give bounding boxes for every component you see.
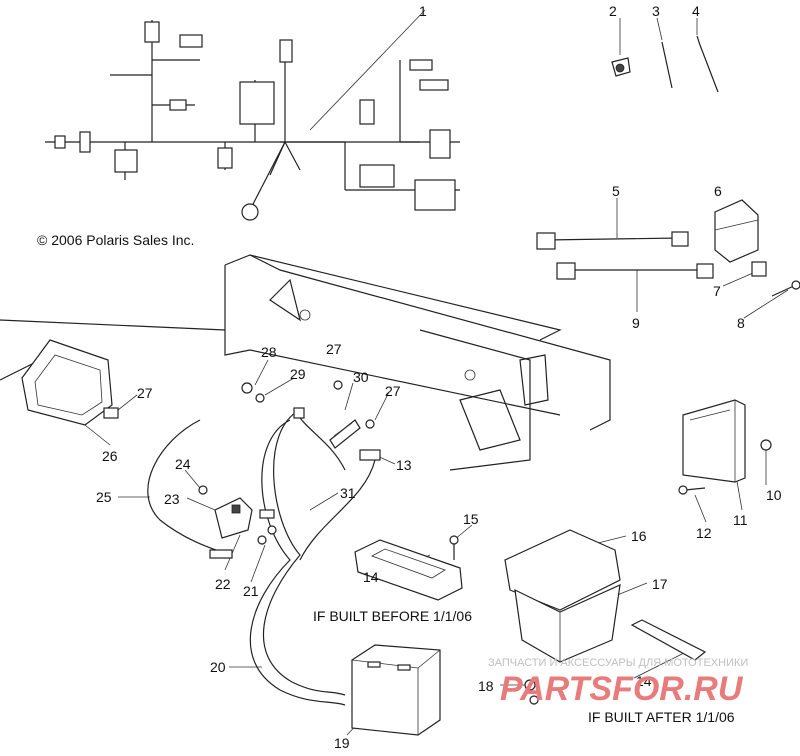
callout-16: 16 [631, 528, 647, 544]
harness-5 [536, 231, 689, 250]
screw-15 [449, 535, 459, 560]
bolt-long [661, 41, 673, 89]
callout-8: 8 [737, 315, 745, 331]
callout-21: 21 [243, 583, 259, 599]
hardware-small [198, 380, 381, 545]
bracket-14-before [354, 539, 463, 601]
callout-11: 11 [733, 512, 748, 528]
cable-31 [294, 409, 376, 561]
callout-9: 9 [632, 315, 640, 331]
terminal-strip-30 [329, 419, 361, 449]
callout-2: 2 [609, 3, 617, 19]
callout-10: 10 [766, 487, 782, 503]
callout-22: 22 [215, 576, 231, 592]
battery-tray-16 [504, 529, 621, 611]
battery-box-17 [514, 584, 621, 663]
callout-28: 28 [261, 344, 277, 360]
bolt-12 [678, 485, 706, 495]
callout-14-before: 14 [363, 569, 379, 585]
callout-26: 26 [102, 448, 118, 464]
frame [0, 254, 611, 471]
screw [771, 280, 800, 297]
watermark-tagline: ЗАПЧАСТИ И АКСЕССУАРЫ ДЛЯ МОТОТЕХНИКИ [488, 657, 748, 669]
spacer [751, 261, 767, 277]
callout-29: 29 [290, 366, 306, 382]
callout-31: 31 [340, 485, 356, 501]
callout-25: 25 [96, 489, 112, 505]
callout-24: 24 [175, 456, 191, 472]
relay [714, 199, 759, 263]
callout-18: 18 [478, 678, 494, 694]
callout-13: 13 [396, 457, 412, 473]
callout-12: 12 [696, 525, 712, 541]
watermark-logo: PARTSFOR.RU [500, 670, 744, 708]
wiring-harness [45, 9, 460, 221]
callout-20: 20 [210, 659, 226, 675]
callout-17: 17 [652, 576, 668, 592]
callout-numbers: 1 2 3 4 5 6 7 8 9 10 11 12 13 14 14 15 1… [96, 3, 782, 751]
cover-26 [21, 339, 119, 426]
battery-19 [351, 644, 441, 736]
solenoid-23 [214, 497, 253, 539]
callout-27-right: 27 [385, 383, 401, 399]
strap-14-after [630, 619, 707, 661]
harness-9 [556, 262, 714, 280]
callout-7: 7 [713, 283, 721, 299]
callout-3: 3 [652, 3, 660, 19]
callout-4: 4 [692, 3, 700, 19]
fuse-holder [611, 57, 631, 77]
nut-10 [760, 439, 772, 451]
callout-30: 30 [353, 369, 369, 385]
callout-19: 19 [334, 735, 350, 751]
callout-6: 6 [714, 183, 722, 199]
callout-27-top: 27 [326, 341, 342, 357]
cable-tie [696, 35, 719, 93]
copyright-text: © 2006 Polaris Sales Inc. [37, 232, 194, 248]
callout-23: 23 [164, 491, 180, 507]
callout-15: 15 [463, 511, 479, 527]
ecu-11 [682, 399, 746, 483]
callout-27-left: 27 [137, 385, 153, 401]
bolt-18 [524, 679, 539, 705]
cable-25 [147, 419, 233, 559]
cable-20 [249, 409, 346, 706]
caption-after: IF BUILT AFTER 1/1/06 [588, 709, 735, 725]
callout-leaders [84, 17, 789, 736]
callout-5: 5 [612, 183, 620, 199]
caption-before: IF BUILT BEFORE 1/1/06 [313, 608, 472, 624]
callout-14-after: 14 [636, 673, 652, 689]
callout-1: 1 [419, 3, 427, 19]
